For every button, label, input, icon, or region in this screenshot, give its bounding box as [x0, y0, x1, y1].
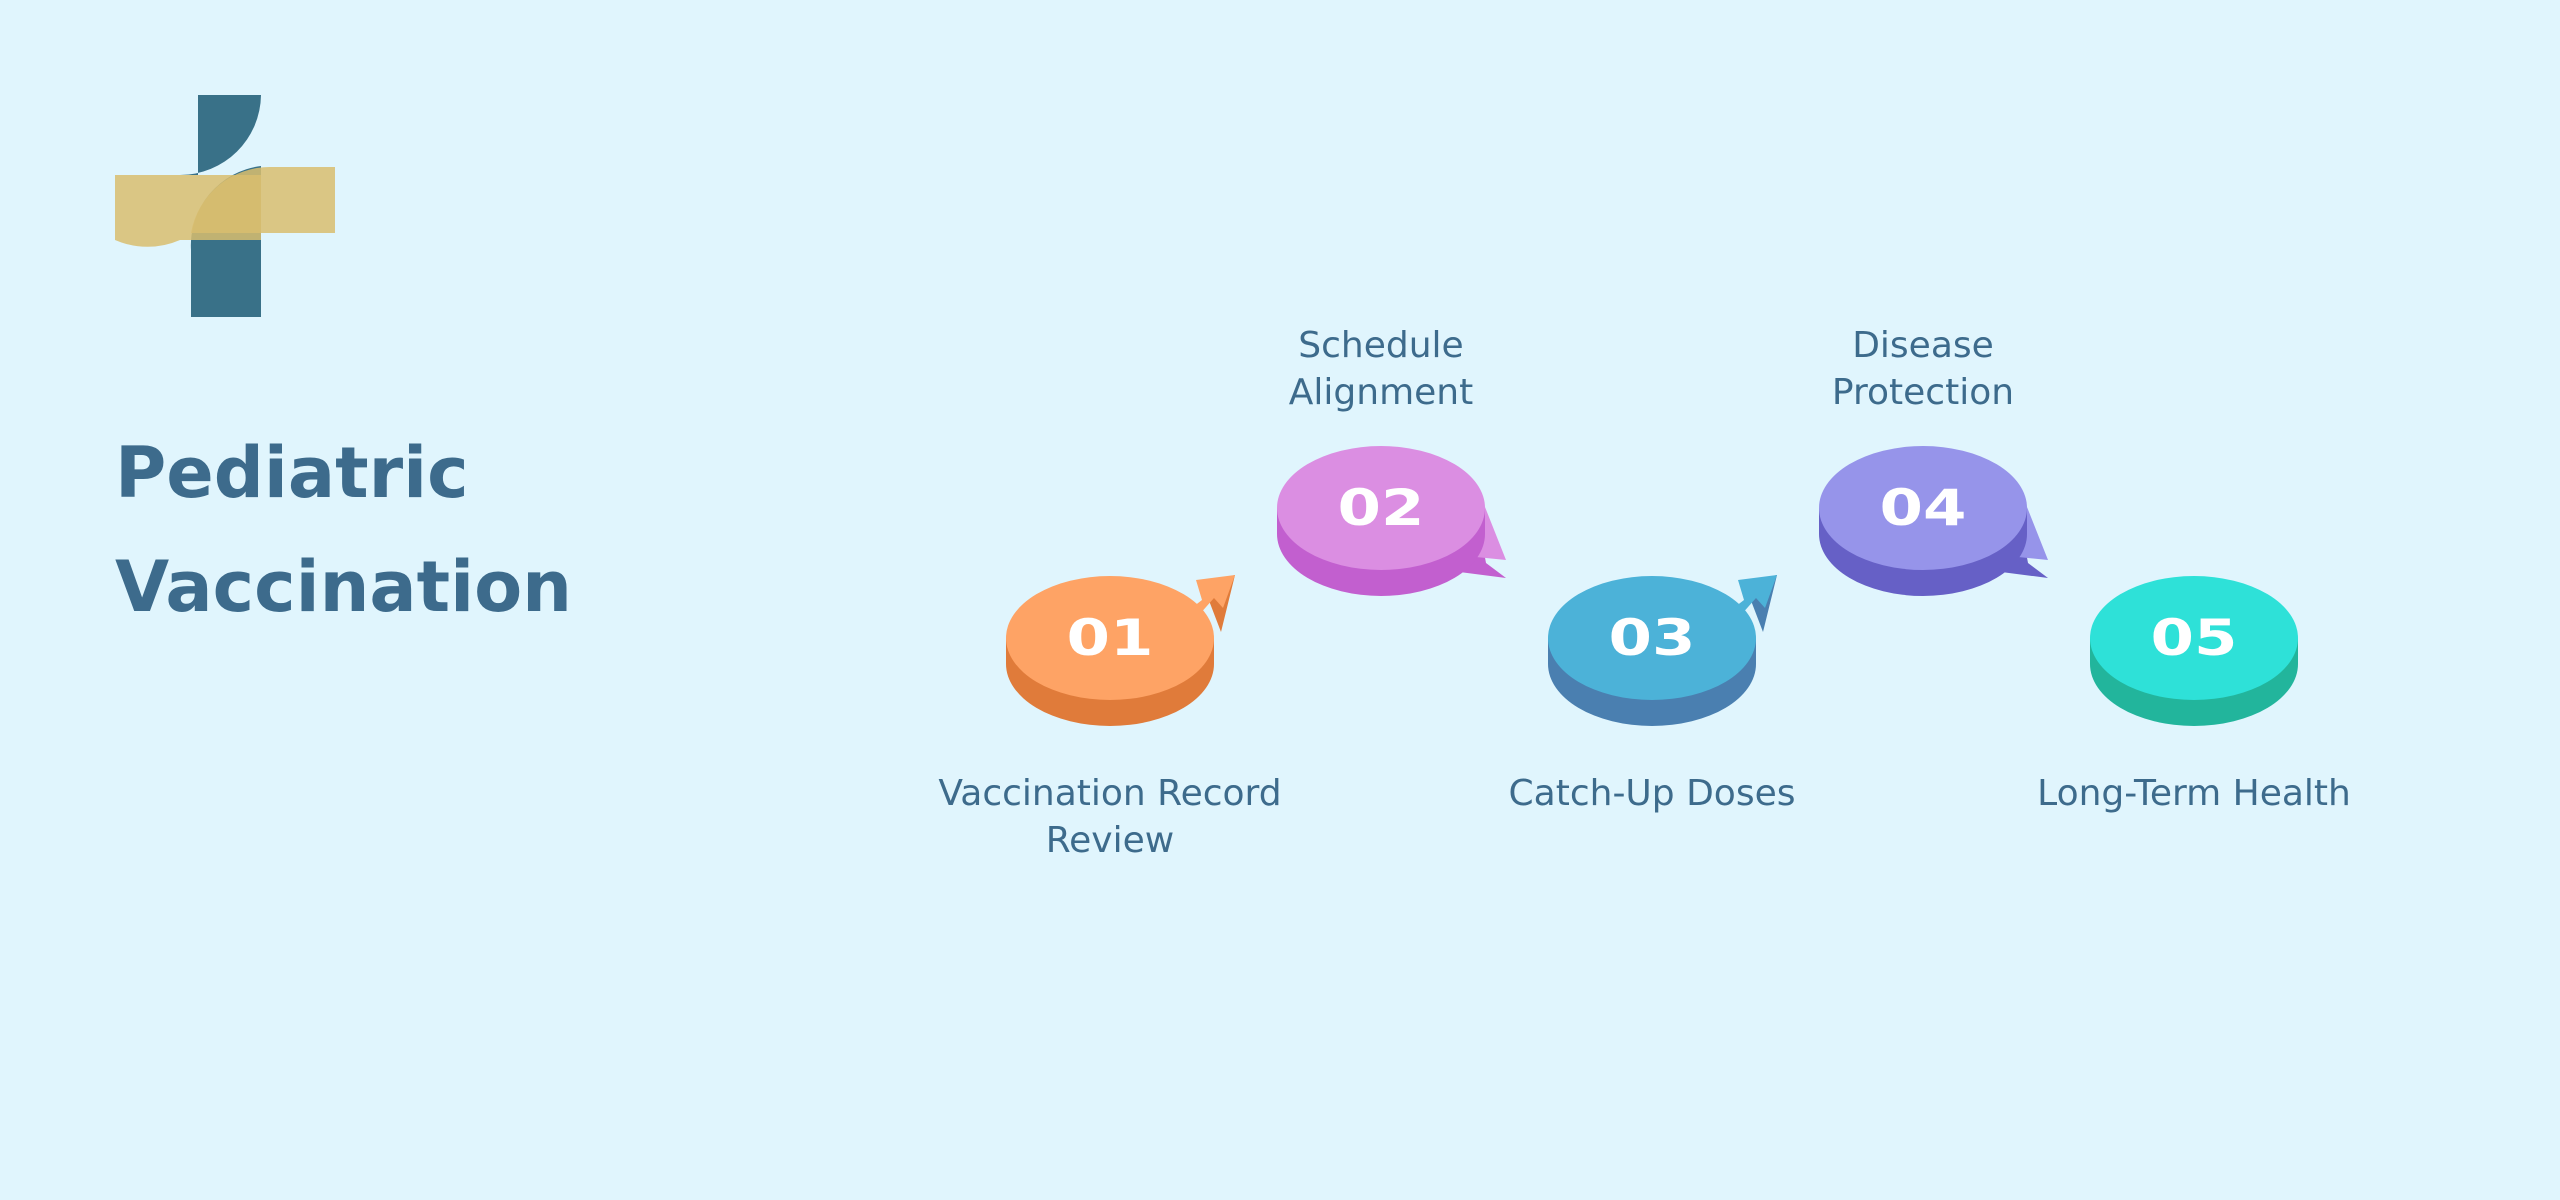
step-disc-top — [2090, 576, 2298, 700]
step-disc-top — [1819, 446, 2027, 570]
step-label-line: Vaccination Record — [938, 773, 1282, 814]
step-label-line: Catch-Up Doses — [1508, 773, 1796, 814]
step-label-line: Alignment — [1288, 372, 1474, 413]
page-title-line-1: Pediatric — [115, 432, 469, 514]
step-number: 04 — [1880, 479, 1967, 537]
step-label-line: Schedule — [1298, 325, 1464, 366]
step-04: 04 — [1819, 446, 2048, 596]
step-label-05: Long-Term Health — [2037, 770, 2351, 817]
step-label-line: Long-Term Health — [2037, 773, 2351, 814]
step-disc-top — [1548, 576, 1756, 700]
step-02: 02 — [1277, 446, 1506, 596]
step-label-line: Review — [1045, 820, 1175, 861]
step-number: 05 — [2151, 609, 2238, 667]
step-number: 03 — [1609, 609, 1696, 667]
step-label-03: Catch-Up Doses — [1509, 770, 1796, 817]
step-label-line: Disease — [1852, 325, 1994, 366]
step-disc-top — [1006, 576, 1214, 700]
step-01: 01 — [1006, 575, 1235, 726]
step-number: 02 — [1338, 479, 1425, 537]
logo-gold-pieces — [115, 166, 335, 247]
step-disc-top — [1277, 446, 1485, 570]
step-05: 05 — [2090, 576, 2298, 726]
step-label-line: Protection — [1831, 372, 2015, 413]
medical-cross-icon — [115, 95, 335, 317]
step-number: 01 — [1067, 609, 1154, 667]
step-03: 03 — [1548, 575, 1777, 726]
page-title-line-2: Vaccination — [115, 546, 573, 628]
